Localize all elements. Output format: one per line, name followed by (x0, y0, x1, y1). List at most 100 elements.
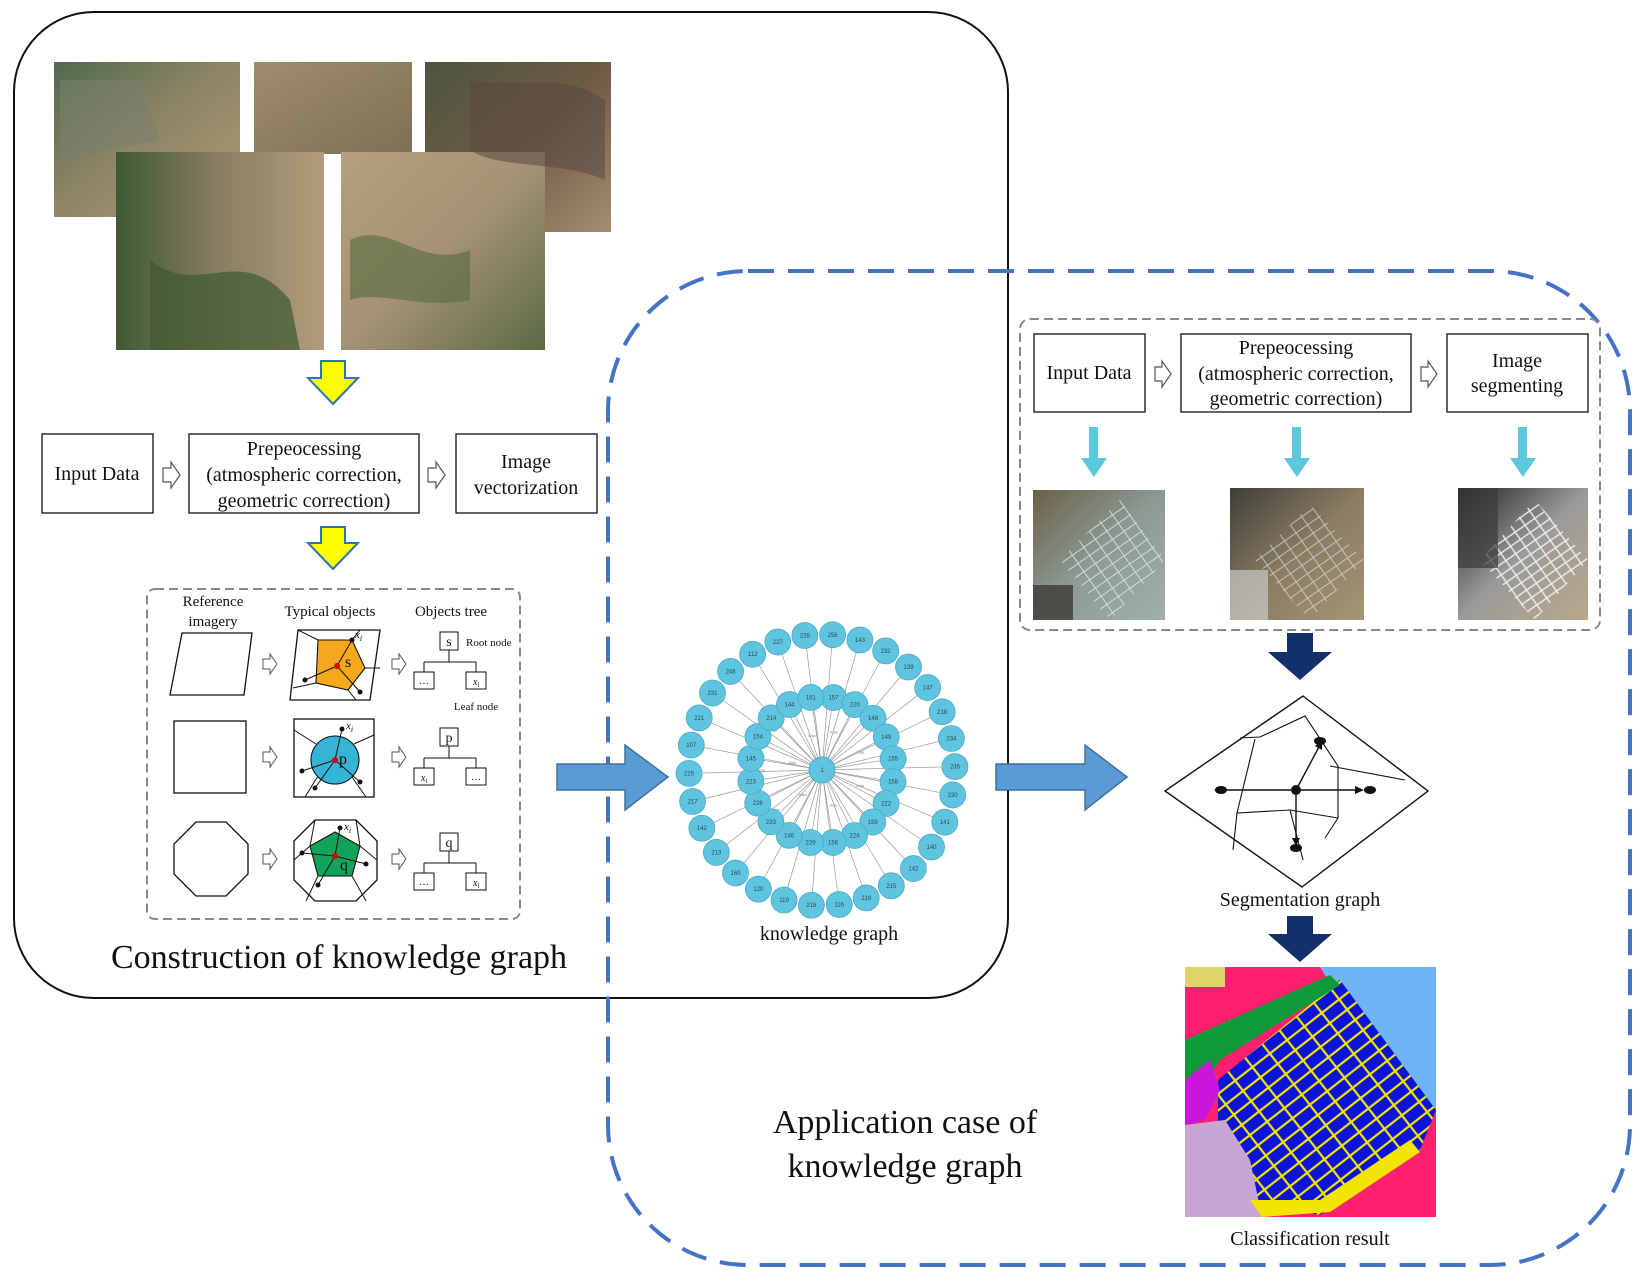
preprocessing-right-line3: geometric correction) (1210, 388, 1383, 410)
kg-node (744, 723, 772, 750)
preprocessing-right-line1: Prepeocessing (1239, 337, 1353, 359)
kg-node-label: 231 (707, 691, 718, 697)
kg-node (859, 704, 887, 732)
kg-node-label: 140 (926, 845, 937, 851)
kg-node-label: 233 (766, 820, 777, 826)
kg-node-label: 229 (806, 841, 817, 847)
kg-node (717, 658, 744, 685)
kg-node (859, 808, 887, 836)
input-thumbnail (1033, 490, 1165, 620)
kg-node-label: 159 (868, 820, 879, 826)
kg-node-label: 228 (800, 633, 811, 639)
reference-square (173, 720, 247, 794)
tree-leaf-ellipsis: … (419, 877, 429, 888)
tree-leaf-ellipsis: … (419, 676, 429, 687)
small-arrow (262, 745, 278, 769)
kg-node (797, 891, 825, 919)
segmented-thumbnail (1458, 488, 1588, 620)
down-arrow-1 (305, 360, 361, 406)
typical-object-s: s xi (289, 629, 381, 701)
kg-node-label: 145 (746, 756, 757, 762)
vectorization-box (455, 433, 598, 514)
svg-text:xi: xi (343, 821, 351, 835)
classification-result-label: Classification result (1230, 1228, 1390, 1250)
kg-node (895, 653, 922, 681)
kg-node (872, 637, 900, 665)
kg-node (937, 725, 965, 752)
kg-node-label: 161 (806, 695, 817, 701)
kg-node-label: 144 (784, 702, 795, 708)
navy-down-arrow-2 (1268, 916, 1332, 962)
tree-leaf-ellipsis: … (471, 772, 481, 783)
kg-node-label: 149 (881, 735, 892, 741)
kg-node-label: 224 (849, 834, 860, 840)
kg-node (685, 704, 713, 732)
kg-center-node (808, 756, 836, 784)
kg-node-label: 213 (711, 850, 722, 856)
satellite-tile-2 (254, 62, 412, 154)
construction-frame (13, 11, 1009, 999)
vectorization-line1: Image (501, 451, 551, 473)
kg-node (931, 808, 959, 836)
flow-arrow-to-application (995, 743, 1129, 812)
kg-node (744, 875, 772, 903)
col-reference-line1: Reference (183, 594, 244, 610)
segmentation-graph (1163, 695, 1430, 888)
label-p: p (339, 751, 347, 768)
preprocessing-box-right (1180, 333, 1412, 413)
tree-root-p: p (446, 731, 453, 746)
small-arrow (262, 847, 278, 871)
tree-leaf-xi-sub: i (477, 681, 479, 689)
objects-tree-s: s Root node … xi Leaf node (413, 631, 512, 713)
svg-text:xi: xi (472, 677, 479, 689)
input-data-label: Input Data (55, 463, 140, 485)
objects-panel-frame (146, 588, 521, 920)
kg-node-label: 142 (697, 826, 708, 832)
kg-node (939, 781, 967, 809)
kg-node (739, 640, 767, 668)
label-s: s (345, 654, 351, 671)
kg-node-label: 155 (888, 757, 899, 763)
kg-edge-label: Adja (758, 768, 767, 773)
svg-text:xi: xi (420, 773, 427, 785)
kg-node-label: 143 (855, 638, 866, 644)
input-data-box (41, 433, 154, 514)
down-arrow-2 (305, 526, 361, 571)
segmentation-graph-label: Segmentation graph (1220, 889, 1381, 911)
col-typical-objects: Typical objects (284, 604, 375, 620)
flow-arrow-to-kg (556, 743, 670, 812)
tree-root-s: s (446, 635, 451, 650)
kg-node-label: 226 (753, 801, 764, 807)
kg-node (688, 814, 716, 842)
kg-node (877, 872, 905, 900)
root-node-label: Root node (466, 637, 512, 649)
objects-tree-q: q … xi (413, 832, 487, 891)
kg-node-label: 141 (940, 820, 951, 826)
kg-node (757, 704, 785, 732)
label-xi: x (345, 720, 351, 732)
kg-node-label: 116 (834, 903, 844, 909)
construction-title: Construction of knowledge graph (111, 939, 567, 976)
kg-node (722, 859, 749, 887)
segmenting-line2: segmenting (1471, 375, 1563, 397)
svg-text:xi: xi (345, 720, 353, 734)
kg-node-label: 119 (779, 898, 789, 904)
label-q: q (340, 857, 348, 874)
preprocessing-box (188, 433, 420, 514)
segmenting-line1: Image (1492, 350, 1542, 372)
kg-node-label: 120 (753, 887, 764, 893)
kg-node-label: 139 (904, 665, 915, 671)
small-arrow (262, 652, 278, 676)
kg-node-label: 256 (828, 633, 839, 639)
preprocessing-right-line2: (atmospheric correction, (1198, 363, 1393, 385)
kg-node-label: 147 (923, 686, 934, 692)
kg-node-label: 234 (946, 737, 957, 743)
small-arrow (1420, 359, 1438, 389)
kg-node-label: 158 (888, 780, 899, 786)
kg-node-label: 157 (828, 695, 839, 701)
kg-node-label: 214 (766, 716, 777, 722)
tree-leaf-xi-sub: i (477, 882, 479, 890)
typical-object-p: p xi (293, 718, 375, 798)
kg-node (914, 674, 942, 701)
leaf-node-label: Leaf node (454, 701, 498, 713)
